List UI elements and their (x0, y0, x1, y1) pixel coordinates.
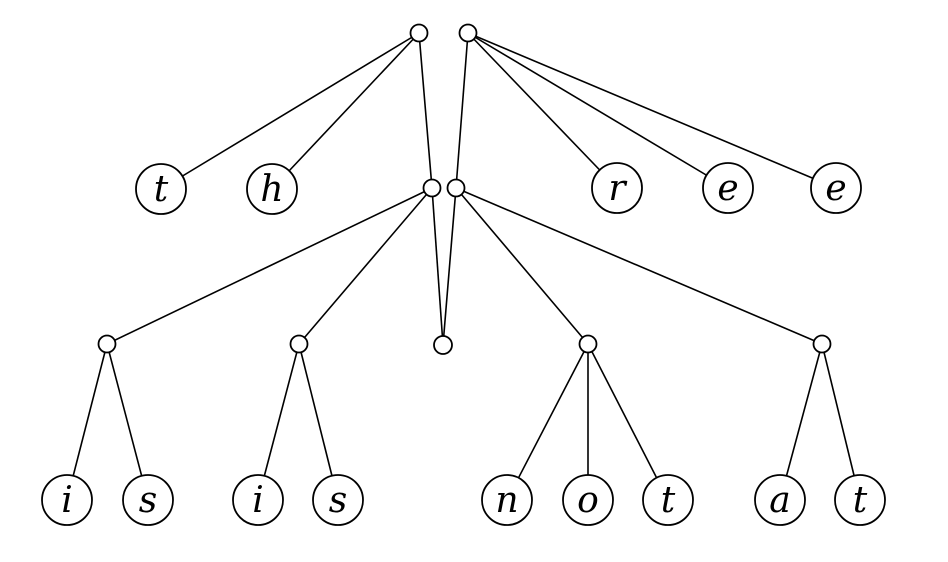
unlabeled-node-circle (812, 334, 832, 354)
letter-node-circle (642, 474, 694, 526)
unlabeled-node-circle (97, 334, 117, 354)
letter-node-circle (135, 163, 187, 215)
edge-internal-4-to-leaf-t3 (821, 343, 861, 501)
node-root-right (458, 23, 478, 43)
letter-node-circle (312, 474, 364, 526)
node-mid-left (422, 178, 442, 198)
node-leaf-t1: t (135, 163, 187, 215)
letter-node-circle (834, 474, 886, 526)
letter-node-circle (702, 162, 754, 214)
edge-internal-1-to-leaf-s1 (106, 343, 149, 501)
node-letter-label: e (717, 168, 738, 209)
node-letter-label: r (608, 168, 627, 209)
node-leaf-i1: i (41, 474, 93, 526)
node-letter-label: o (577, 480, 599, 521)
node-letter-label: t (661, 480, 676, 521)
edge-internal-1-to-leaf-i1 (66, 343, 108, 501)
edge-mid-left-to-center-vertex (431, 187, 444, 346)
node-internal-1 (97, 334, 117, 354)
unlabeled-node-circle (289, 334, 309, 354)
edge-internal-3-to-leaf-n (506, 343, 589, 501)
edge-root-right-to-leaf-r (467, 32, 618, 189)
letter-node-circle (232, 474, 284, 526)
node-letter-label: e (825, 168, 846, 209)
edge-root-right-to-leaf-e1 (467, 32, 729, 189)
letter-node-circle (754, 474, 806, 526)
unlabeled-node-circle (458, 23, 478, 43)
node-letter-label: i (61, 480, 73, 521)
edge-root-right-to-leaf-e2 (467, 32, 837, 189)
node-internal-3 (578, 334, 598, 354)
node-internal-2 (289, 334, 309, 354)
edge-mid-left-to-internal-2 (298, 187, 433, 345)
node-leaf-s2: s (312, 474, 364, 526)
node-root-left (409, 23, 429, 43)
edge-mid-right-to-internal-4 (455, 187, 823, 345)
node-leaf-o: o (562, 474, 614, 526)
node-center-vertex (433, 335, 453, 355)
edge-root-right-to-mid-right (455, 32, 469, 189)
letter-node-circle (591, 162, 643, 214)
node-letter-label: n (495, 480, 518, 521)
unlabeled-node-circle (409, 23, 429, 43)
letter-node-circle (810, 162, 862, 214)
edge-root-left-to-leaf-h (271, 32, 420, 190)
edge-internal-2-to-leaf-i2 (257, 343, 300, 501)
node-leaf-t2: t (642, 474, 694, 526)
node-leaf-e2: e (810, 162, 862, 214)
node-leaf-n: n (481, 474, 533, 526)
unlabeled-node-circle (422, 178, 442, 198)
node-letter-label: s (329, 480, 347, 521)
letter-node-circle (41, 474, 93, 526)
unlabeled-node-circle (446, 178, 466, 198)
edge-internal-4-to-leaf-a (779, 343, 823, 501)
node-leaf-i2: i (232, 474, 284, 526)
node-leaf-r: r (591, 162, 643, 214)
letter-node-circle (246, 163, 298, 215)
letter-node-circle (481, 474, 533, 526)
unlabeled-node-circle (433, 335, 453, 355)
edge-root-left-to-leaf-t1 (160, 32, 420, 190)
node-letter-label: a (769, 480, 790, 521)
node-leaf-t3: t (834, 474, 886, 526)
node-leaf-s1: s (122, 474, 174, 526)
edge-mid-right-to-internal-3 (455, 187, 589, 345)
edge-root-left-to-mid-left (418, 32, 433, 189)
node-mid-right (446, 178, 466, 198)
letter-node-circle (122, 474, 174, 526)
node-leaf-h: h (246, 163, 298, 215)
node-letter-label: i (252, 480, 264, 521)
letter-node-circle (562, 474, 614, 526)
node-internal-4 (812, 334, 832, 354)
edge-internal-3-to-leaf-t2 (587, 343, 669, 501)
node-leaf-e1: e (702, 162, 754, 214)
node-letter-label: s (139, 480, 157, 521)
node-letter-label: t (154, 169, 169, 210)
node-letter-label: h (260, 169, 283, 210)
edge-internal-2-to-leaf-s2 (298, 343, 339, 501)
node-leaf-a: a (754, 474, 806, 526)
unlabeled-node-circle (578, 334, 598, 354)
edge-mid-left-to-internal-1 (106, 187, 433, 345)
node-letter-label: t (853, 480, 868, 521)
edge-mid-right-to-center-vertex (442, 187, 457, 346)
